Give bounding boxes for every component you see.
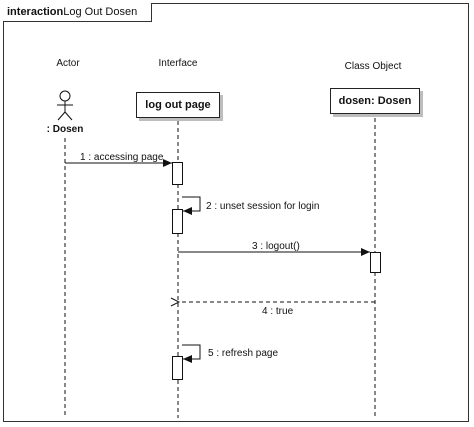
frame-title-tab: interactionLog Out Dosen	[3, 3, 153, 22]
lifeline-head-class-object: dosen: Dosen	[330, 88, 420, 114]
interaction-frame	[3, 3, 469, 422]
frame-keyword: interaction	[7, 6, 64, 18]
actor-name-label: : Dosen	[46, 124, 84, 135]
activation-bar-1	[172, 162, 183, 185]
lifeline-head-interface: log out page	[136, 92, 220, 118]
actor-stick-figure-icon	[57, 90, 73, 121]
message-arrow-2	[182, 196, 201, 215]
message-label-2: 2 : unset session for login	[206, 201, 320, 212]
column-label-class-object: Class Object	[344, 61, 402, 72]
message-label-4: 4 : true	[262, 306, 294, 317]
activation-bar-2	[172, 209, 183, 234]
message-label-3: 3 : logout()	[252, 241, 300, 252]
column-label-actor: Actor	[56, 58, 80, 69]
column-label-interface: Interface	[158, 58, 198, 69]
message-arrow-5	[182, 344, 201, 363]
frame-title: Log Out Dosen	[63, 6, 138, 18]
activation-bar-3	[370, 252, 381, 273]
message-label-5: 5 : refresh page	[208, 348, 279, 359]
activation-bar-5	[172, 356, 183, 380]
message-label-1: 1 : accessing page	[80, 152, 164, 163]
